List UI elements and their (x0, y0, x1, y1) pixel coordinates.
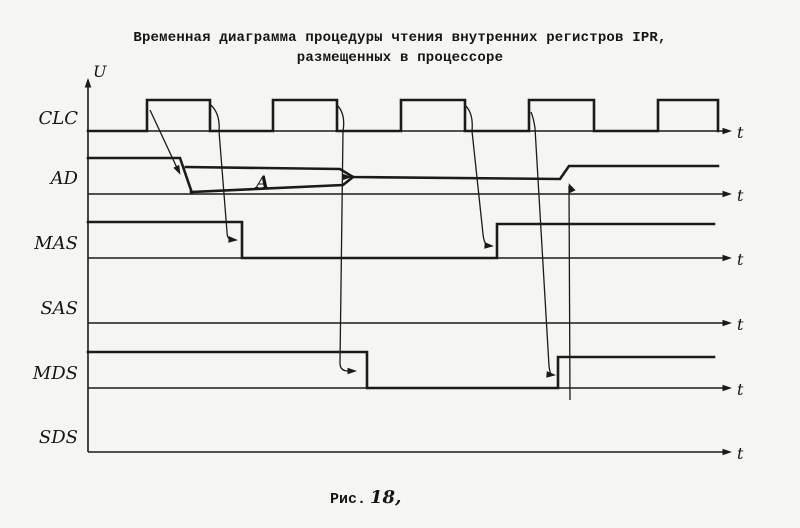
time-axis-arrowhead-MAS (722, 254, 732, 262)
time-axis-label-MDS: t (737, 380, 744, 399)
voltage-axis-arrowhead (84, 78, 92, 88)
voltage-axis-label: U (93, 62, 107, 81)
arrow-mds-rise-to-ad-rise (568, 185, 571, 401)
bus-valid-label: A (254, 173, 269, 193)
signal-wave-AD-2 (184, 164, 720, 181)
time-axis-label-SDS: t (737, 444, 744, 463)
signal-label-SDS: SDS (39, 427, 78, 448)
time-axis-arrowhead-SAS (722, 319, 732, 327)
signal-wave-MAS (86, 220, 716, 260)
arrow-clk2-fall-to-mds-fall (336, 104, 349, 372)
arrow-ad-valid-end-head (342, 173, 352, 181)
arrow-clk2-fall-to-mds-fall-head (347, 367, 357, 375)
time-axis-arrowhead-MDS (722, 384, 732, 392)
signal-label-MAS: MAS (33, 233, 78, 254)
time-axis-arrowhead-CLC (722, 127, 732, 135)
title-line-2: размещенных в процессоре (296, 50, 504, 66)
arrow-clk3-fall-to-mas-rise (464, 104, 490, 247)
arrow-clk1-rise-to-ad-fall-head (173, 164, 181, 175)
signal-label-MDS: MDS (32, 363, 78, 384)
time-axis-label-MAS: t (737, 250, 744, 269)
arrow-clk1-fall-to-mas-fall-head (228, 236, 238, 243)
arrow-mds-rise-to-ad-rise-head (568, 183, 576, 194)
arrow-clk4-rise-to-mds-rise-head (546, 371, 556, 378)
time-axis-label-AD: t (737, 186, 744, 205)
figure-caption: Рис.18, (330, 487, 490, 508)
arrow-clk1-rise-to-ad-fall (149, 109, 179, 171)
signal-label-CLC: CLC (39, 108, 79, 129)
arrow-clk1-fall-to-mas-fall (210, 104, 234, 241)
time-axis-arrowhead-AD (722, 190, 732, 198)
time-axis-label-SAS: t (737, 315, 744, 334)
signal-wave-AD-3 (189, 175, 355, 194)
caption-prefix: Рис. (330, 491, 367, 508)
time-axis-arrowhead-SDS (722, 448, 732, 456)
signal-wave-CLC (86, 98, 720, 133)
diagram-title: Временная диаграмма процедуры чтения вну… (0, 28, 800, 68)
signal-label-SAS: SAS (40, 298, 78, 319)
arrow-clk4-rise-to-mds-rise (530, 111, 553, 376)
signal-label-AD: AD (49, 168, 79, 189)
title-line-1: Временная диаграмма процедуры чтения вну… (133, 30, 667, 46)
arrow-clk3-fall-to-mas-rise-head (484, 242, 494, 249)
caption-number: 18, (370, 487, 402, 508)
time-axis-label-CLC: t (737, 123, 744, 142)
signal-wave-MDS (86, 350, 716, 390)
signal-wave-AD-1 (86, 156, 194, 195)
